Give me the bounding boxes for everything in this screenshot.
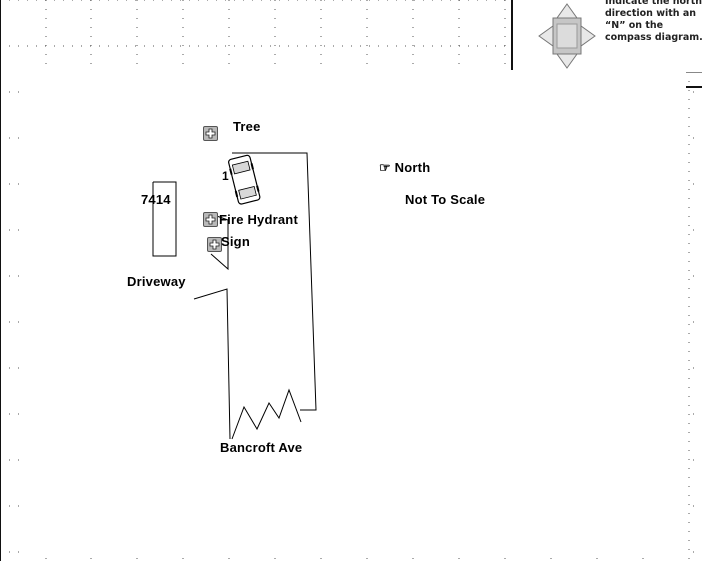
move-handle-icon <box>205 128 216 139</box>
pointing-hand-icon: ☞ <box>379 160 391 175</box>
sign-move-handle[interactable] <box>207 237 222 252</box>
north-indicator[interactable]: ☞ North <box>379 160 430 176</box>
fire-hydrant-move-handle[interactable] <box>203 212 218 227</box>
sign-label[interactable]: Sign <box>221 234 250 249</box>
divider-line <box>686 86 702 88</box>
road-break-line <box>231 388 302 440</box>
move-handle-icon <box>209 239 220 250</box>
driveway-label[interactable]: Driveway <box>127 274 186 289</box>
road-outline <box>232 152 317 411</box>
vehicle-number: 1 <box>222 169 229 183</box>
tree-move-handle[interactable] <box>203 126 218 141</box>
street-label[interactable]: Bancroft Ave <box>220 440 303 455</box>
driveway-edge <box>193 288 231 440</box>
scale-label: Not To Scale <box>405 192 486 207</box>
compass-instruction: Indicate the north direction with an “N”… <box>605 0 702 43</box>
move-handle-icon <box>205 214 216 225</box>
north-label: North <box>394 160 431 175</box>
compass-rose-icon[interactable] <box>521 0 601 72</box>
compass-panel: Indicate the north direction with an “N”… <box>511 0 702 73</box>
house-number-label[interactable]: 7414 <box>141 192 171 207</box>
tree-label[interactable]: Tree <box>233 119 261 134</box>
diagram-canvas[interactable]: Tree Fire Hydrant Sign 7414 Driveway Ban… <box>22 70 686 558</box>
house-outline <box>152 181 177 257</box>
car-icon <box>228 154 261 205</box>
sketch-lines <box>152 152 317 440</box>
curb-segment <box>210 213 229 271</box>
fire-hydrant-label[interactable]: Fire Hydrant <box>219 212 298 227</box>
